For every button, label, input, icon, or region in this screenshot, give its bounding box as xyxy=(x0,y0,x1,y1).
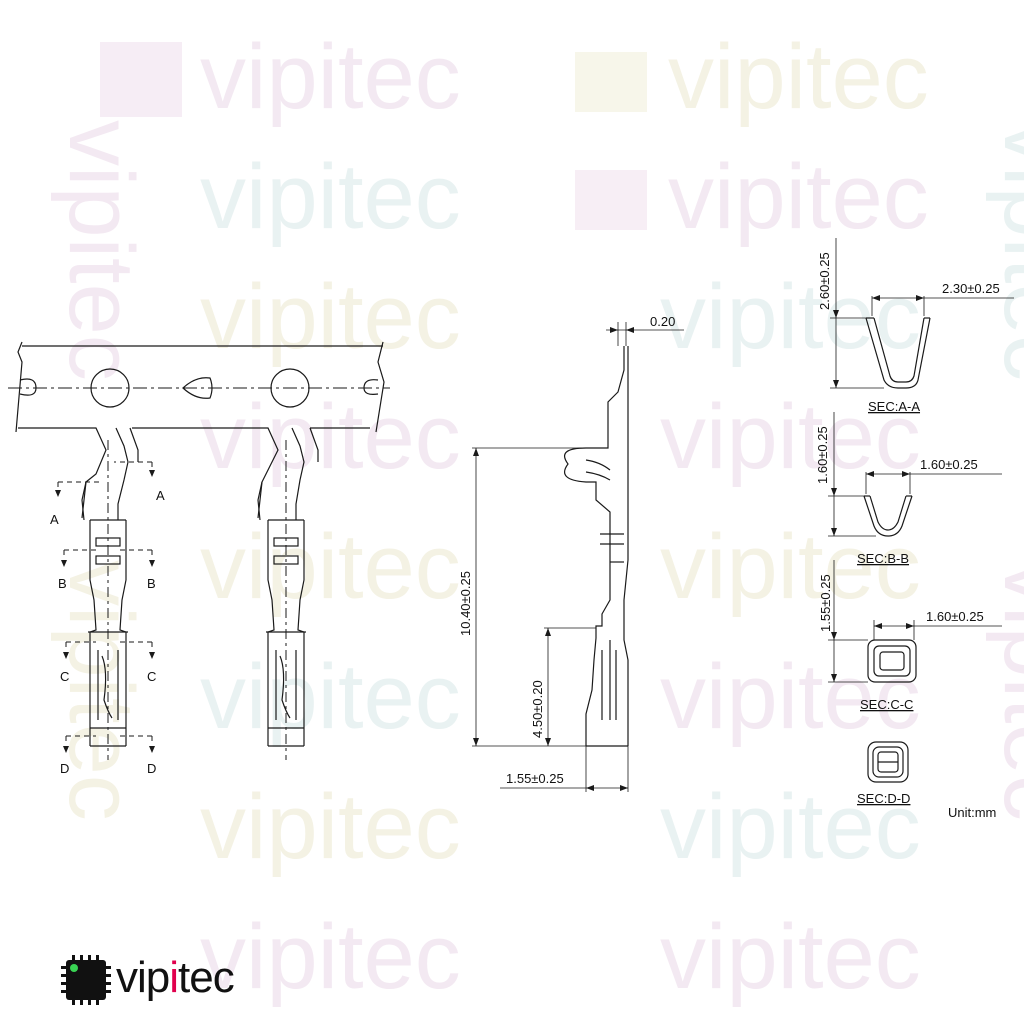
terminal-front-1 xyxy=(81,427,139,760)
section-mark-c-right: C xyxy=(147,669,156,684)
dim-thickness: 0.20 xyxy=(650,314,675,329)
brand-logo: vipitec xyxy=(116,952,235,1004)
chip-icon xyxy=(61,955,111,1005)
watermark-text: vipitec xyxy=(660,386,921,488)
watermark-text: vipitec xyxy=(200,386,461,488)
watermark-text: vipitec xyxy=(660,646,921,748)
chip-dot xyxy=(70,964,78,972)
watermark-text: vipitec xyxy=(660,906,921,1008)
side-view-dimensions xyxy=(472,322,684,792)
section-mark-a-right: A xyxy=(156,488,165,503)
watermark-text: vipitec xyxy=(985,560,1024,821)
sec-a-width: 2.30±0.25 xyxy=(942,281,1000,296)
unit-label: Unit:mm xyxy=(948,805,996,820)
watermark-text: vipitec xyxy=(200,26,461,128)
watermark-text: vipitec xyxy=(50,120,152,381)
dim-overall-length: 10.40±0.25 xyxy=(458,571,473,636)
sec-b-width: 1.60±0.25 xyxy=(920,457,978,472)
sec-b-height: 1.60±0.25 xyxy=(815,426,830,484)
section-marks: A A B B C C D D xyxy=(50,488,165,776)
watermark-text: vipitec xyxy=(985,120,1024,381)
section-a-a xyxy=(830,238,1014,389)
section-c-c xyxy=(828,560,1002,683)
watermark-text: vipitec xyxy=(668,26,929,128)
dim-width: 1.55±0.25 xyxy=(506,771,564,786)
watermark-text: vipitec xyxy=(200,646,461,748)
terminal-front-2 xyxy=(257,427,319,760)
sec-a-caption: SEC:A-A xyxy=(868,399,920,414)
watermark-text: vipitec xyxy=(200,146,461,248)
front-view xyxy=(8,341,390,760)
sec-b-caption: SEC:B-B xyxy=(857,551,909,566)
brand-name: vipitec xyxy=(116,953,235,1002)
side-view xyxy=(564,346,629,747)
section-b-b xyxy=(828,412,1002,537)
sec-c-width: 1.60±0.25 xyxy=(926,609,984,624)
section-mark-b-right: B xyxy=(147,576,156,591)
watermark-text: vipitec xyxy=(668,146,929,248)
section-mark-c-left: C xyxy=(60,669,69,684)
watermark-text: vipitec xyxy=(200,516,461,618)
watermark-text: vipitec xyxy=(200,776,461,878)
watermark-text: vipitec xyxy=(200,906,461,1008)
watermark-text: vipitec xyxy=(200,266,461,368)
sec-c-caption: SEC:C-C xyxy=(860,697,913,712)
section-mark-d-left: D xyxy=(60,761,69,776)
watermark-text: vipitec xyxy=(660,516,921,618)
section-d-d xyxy=(867,741,909,783)
watermark-text: vipitec xyxy=(50,560,152,821)
watermark-text: vipitec xyxy=(660,776,921,878)
section-mark-d-right: D xyxy=(147,761,156,776)
section-mark-b-left: B xyxy=(58,576,67,591)
sec-c-height: 1.55±0.25 xyxy=(818,574,833,632)
watermark-text: vipitec xyxy=(660,266,921,368)
section-mark-a-left: A xyxy=(50,512,59,527)
dim-crimp-length: 4.50±0.20 xyxy=(530,680,545,738)
sec-a-height: 2.60±0.25 xyxy=(817,252,832,310)
sec-d-caption: SEC:D-D xyxy=(857,791,910,806)
watermark-layer: vipitec vipitec vipitec vipitec vipitec … xyxy=(50,26,1024,1008)
